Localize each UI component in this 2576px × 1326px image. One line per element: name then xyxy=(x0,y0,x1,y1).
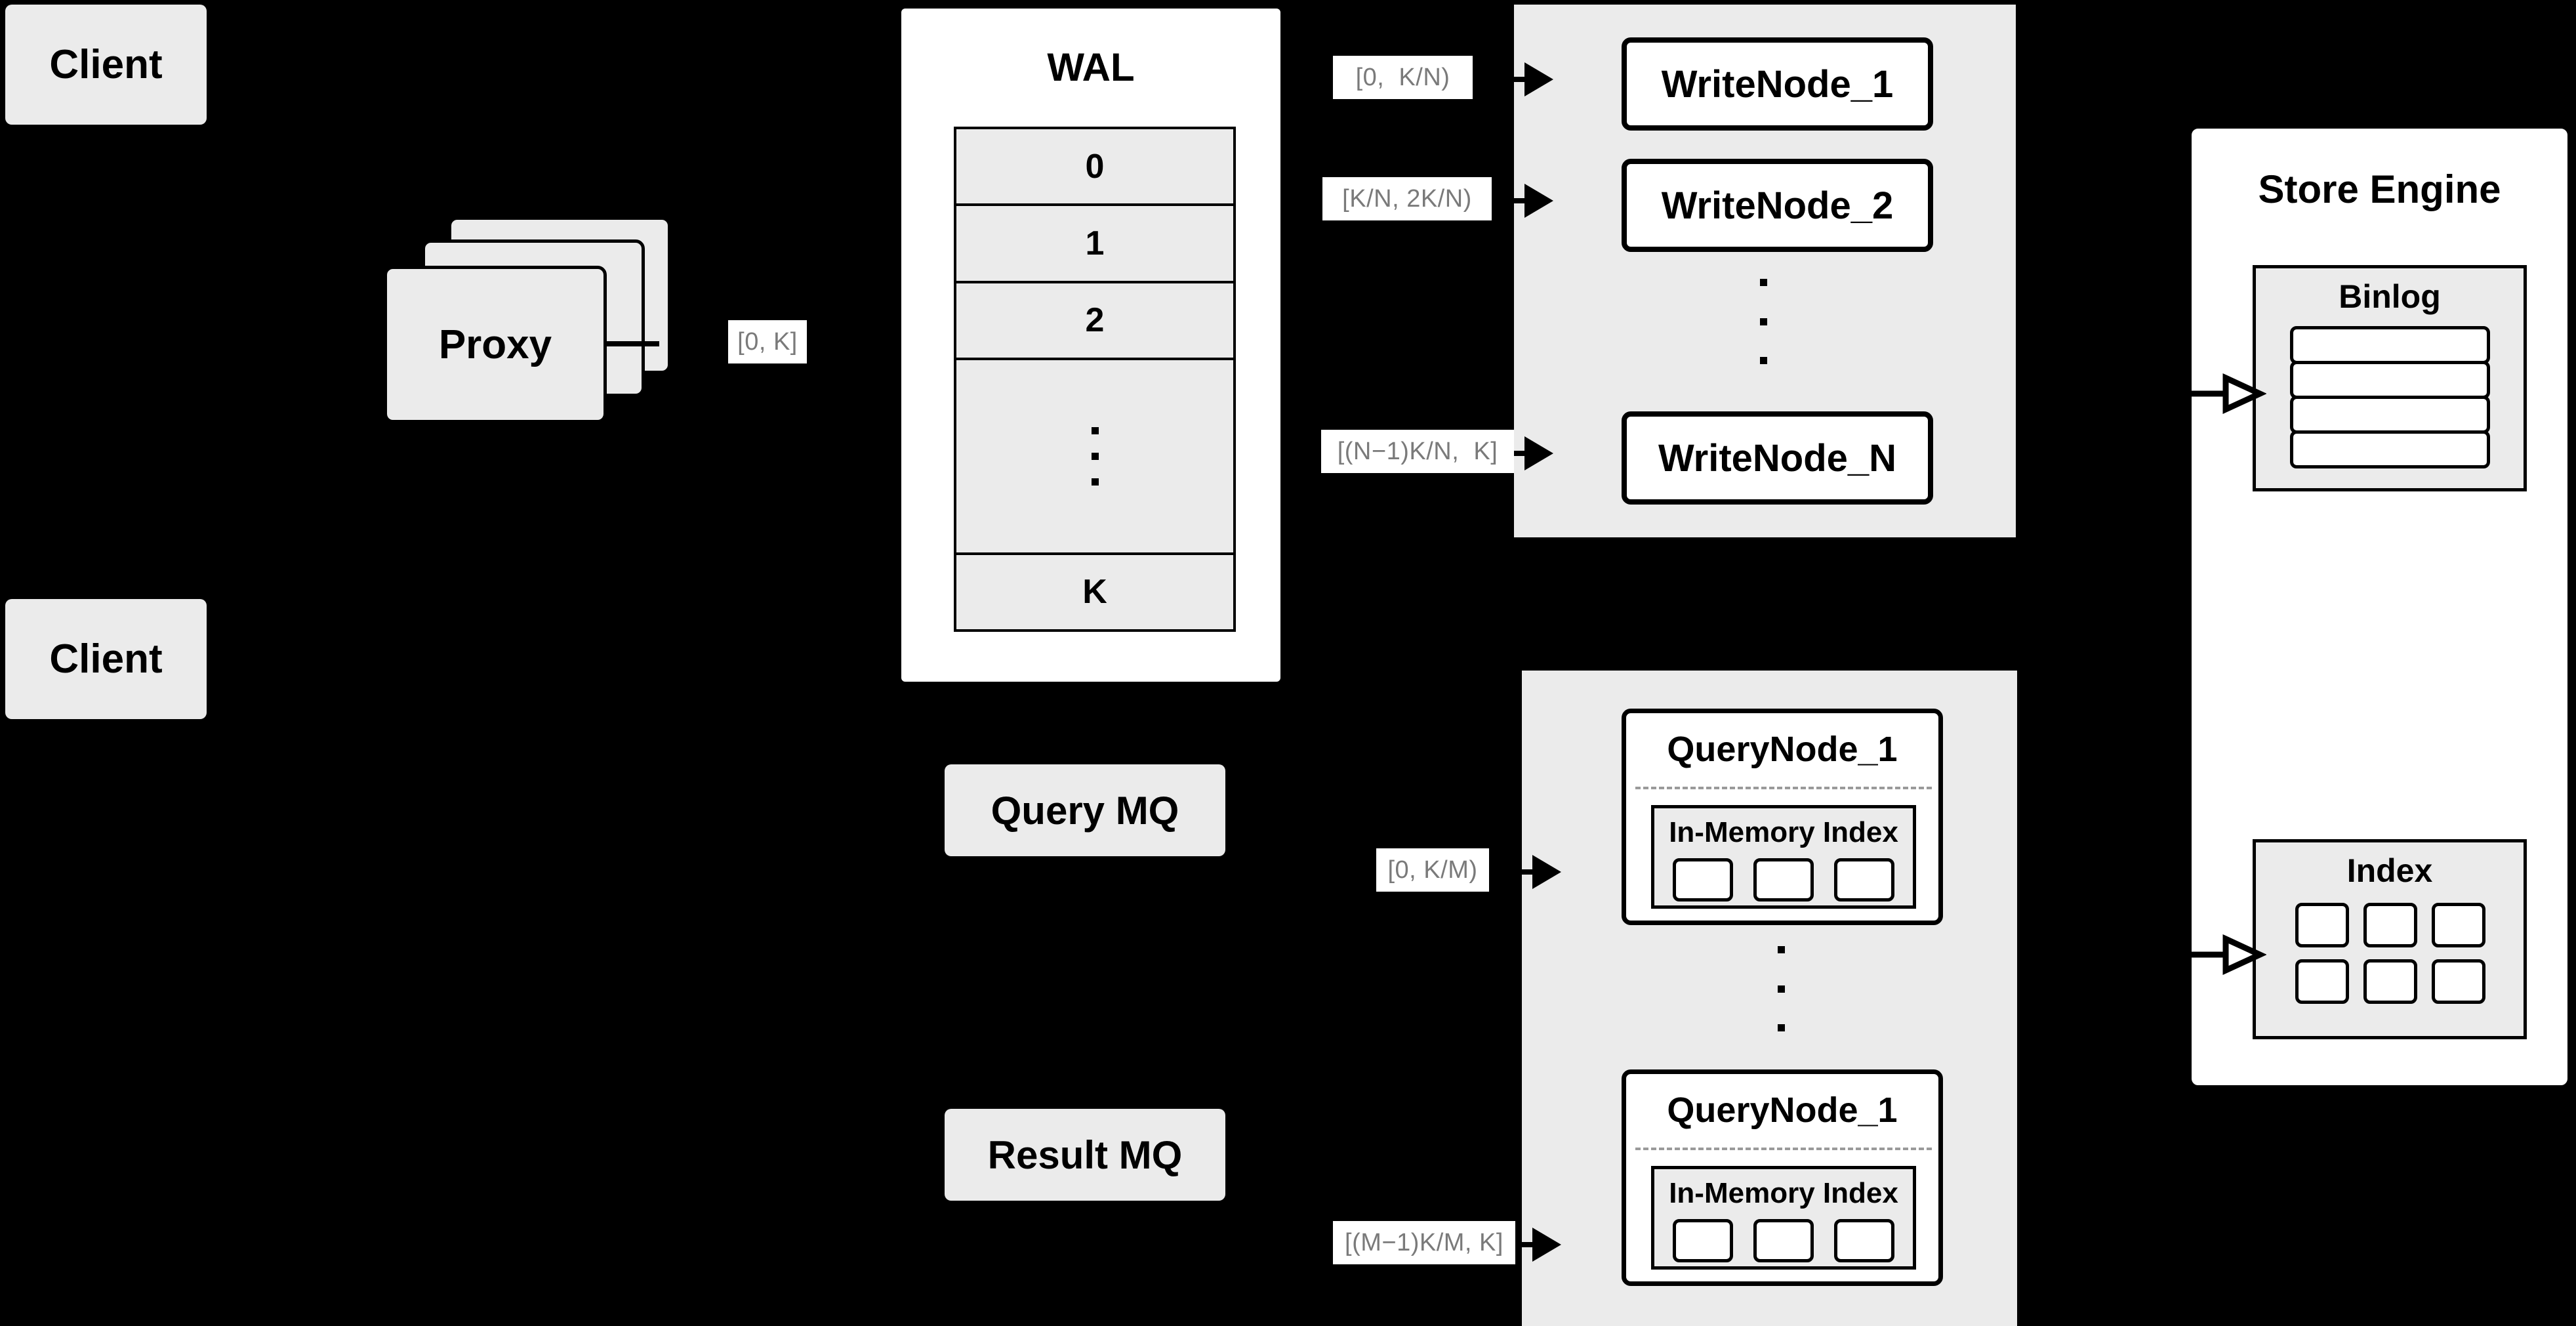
wal-panel: WAL 0 1 2 K xyxy=(897,5,1284,686)
arrow-head-to-querynode-1 xyxy=(1532,855,1561,889)
wal-row-ellipsis xyxy=(956,360,1233,555)
binlog-row xyxy=(2290,396,2490,434)
index-cell xyxy=(1753,858,1814,901)
ellipsis-dot xyxy=(1091,452,1099,460)
writenode-1-box[interactable]: WriteNode_1 xyxy=(1622,37,1933,131)
wal-row-k: K xyxy=(1082,573,1107,611)
arrow-line-to-writenode-1 xyxy=(1430,77,1524,82)
range-label-text: [K/N, 2K/N) xyxy=(1342,184,1472,213)
binlog-row xyxy=(2290,326,2490,364)
index-cell xyxy=(2432,903,2485,947)
wal-row-2: 2 xyxy=(956,283,1233,360)
ellipsis-dot xyxy=(1777,1024,1785,1031)
query-mq-label: Query MQ xyxy=(991,788,1179,833)
range-label-querynode-m: [(M−1)K/M, K] xyxy=(1333,1221,1515,1264)
index-cell xyxy=(1672,1219,1733,1262)
querynode-2-index-title: In-Memory Index xyxy=(1669,1177,1898,1209)
range-label-text: [(M−1)K/M, K] xyxy=(1345,1228,1503,1256)
wal-entry-table: 0 1 2 K xyxy=(954,127,1236,632)
arrow-to-index-icon xyxy=(2188,934,2266,976)
index-cell xyxy=(2295,959,2349,1004)
proxy-to-wal-connector xyxy=(607,341,659,346)
ellipsis-dot xyxy=(1091,478,1099,486)
ellipsis-dot xyxy=(1777,985,1785,993)
ellipsis-dot xyxy=(1759,357,1767,364)
range-label-proxy-to-wal: [0, K] xyxy=(728,320,807,363)
writenode-2-box[interactable]: WriteNode_2 xyxy=(1622,159,1933,252)
range-label-writenode-1: [0, K/N) xyxy=(1333,56,1473,99)
query-cluster-container: QueryNode_1 In-Memory Index QueryNode_1 xyxy=(1522,671,2017,1326)
write-cluster-ellipsis xyxy=(1757,279,1770,364)
range-label-text: [0, K/M) xyxy=(1387,856,1478,884)
arrow-head-to-writenode-n xyxy=(1524,436,1553,470)
ellipsis-dot xyxy=(1759,279,1767,286)
writenode-n-box[interactable]: WriteNode_N xyxy=(1622,411,1933,505)
query-cluster-ellipsis xyxy=(1774,946,1788,1031)
range-label-text: [(N−1)K/N, K] xyxy=(1337,437,1498,465)
wal-row-0: 0 xyxy=(956,129,1233,207)
client-box-1: Client xyxy=(5,5,207,125)
querynode-1-box[interactable]: QueryNode_1 In-Memory Index xyxy=(1622,709,1943,925)
store-engine-title: Store Engine xyxy=(2258,167,2501,211)
querynode-1-in-memory-index: In-Memory Index xyxy=(1651,805,1916,909)
index-cell xyxy=(1834,858,1895,901)
binlog-panel: Binlog xyxy=(2253,265,2527,491)
arrow-to-binlog-icon xyxy=(2188,373,2266,415)
range-label-writenode-2: [K/N, 2K/N) xyxy=(1322,177,1492,220)
wal-row-1: 1 xyxy=(956,206,1233,283)
querynode-2-index-cells xyxy=(1662,1219,1905,1262)
querynode-1-index-title: In-Memory Index xyxy=(1669,816,1898,848)
binlog-title: Binlog xyxy=(2339,278,2441,315)
arrow-head-to-writenode-1 xyxy=(1524,62,1553,96)
querynode-2-in-memory-index: In-Memory Index xyxy=(1651,1166,1916,1270)
result-mq-box: Result MQ xyxy=(945,1109,1225,1201)
index-cell xyxy=(1672,858,1733,901)
range-label-querynode-1: [0, K/M) xyxy=(1376,848,1489,892)
range-label-writenode-n: [(N−1)K/N, K] xyxy=(1321,430,1514,473)
query-mq-box: Query MQ xyxy=(945,764,1225,856)
ellipsis-dot xyxy=(1759,318,1767,325)
write-cluster-container: WriteNode_1 WriteNode_2 WriteNode_N xyxy=(1514,5,2016,537)
index-cell xyxy=(2295,903,2349,947)
result-mq-label: Result MQ xyxy=(987,1132,1183,1177)
querynode-2-box[interactable]: QueryNode_1 In-Memory Index xyxy=(1622,1069,1943,1286)
wal-title: WAL xyxy=(1047,45,1135,89)
writenode-1-label: WriteNode_1 xyxy=(1661,62,1894,106)
binlog-rows xyxy=(2290,326,2490,468)
binlog-row xyxy=(2290,361,2490,399)
arrow-head-to-writenode-2 xyxy=(1524,184,1553,218)
ellipsis-dot xyxy=(1091,426,1099,434)
client-label-1: Client xyxy=(49,42,163,87)
binlog-row xyxy=(2290,430,2490,468)
client-label-2: Client xyxy=(49,636,163,682)
proxy-label: Proxy xyxy=(438,321,552,367)
querynode-1-title: QueryNode_1 xyxy=(1667,730,1898,769)
index-grid xyxy=(2295,903,2485,1004)
range-label-text: [0, K/N) xyxy=(1355,63,1450,91)
writenode-n-label: WriteNode_N xyxy=(1658,436,1897,480)
index-cell xyxy=(1753,1219,1814,1262)
querynode-2-separator xyxy=(1635,1148,1932,1150)
ellipsis-dot xyxy=(1777,946,1785,953)
store-engine-panel: Store Engine Binlog Index xyxy=(2188,125,2571,1089)
arrow-head-to-querynode-m xyxy=(1532,1228,1561,1262)
writenode-2-label: WriteNode_2 xyxy=(1661,184,1894,227)
index-title: Index xyxy=(2346,852,2433,889)
index-cell xyxy=(1834,1219,1895,1262)
querynode-1-separator xyxy=(1635,787,1932,789)
querynode-1-index-cells xyxy=(1662,858,1905,901)
range-label-text: [0, K] xyxy=(737,327,798,356)
querynode-2-title: QueryNode_1 xyxy=(1667,1090,1898,1130)
index-cell xyxy=(2363,903,2417,947)
proxy-card-front[interactable]: Proxy xyxy=(384,266,607,423)
client-box-2: Client xyxy=(5,599,207,719)
index-cell xyxy=(2363,959,2417,1004)
index-cell xyxy=(2432,959,2485,1004)
index-panel: Index xyxy=(2253,839,2527,1039)
